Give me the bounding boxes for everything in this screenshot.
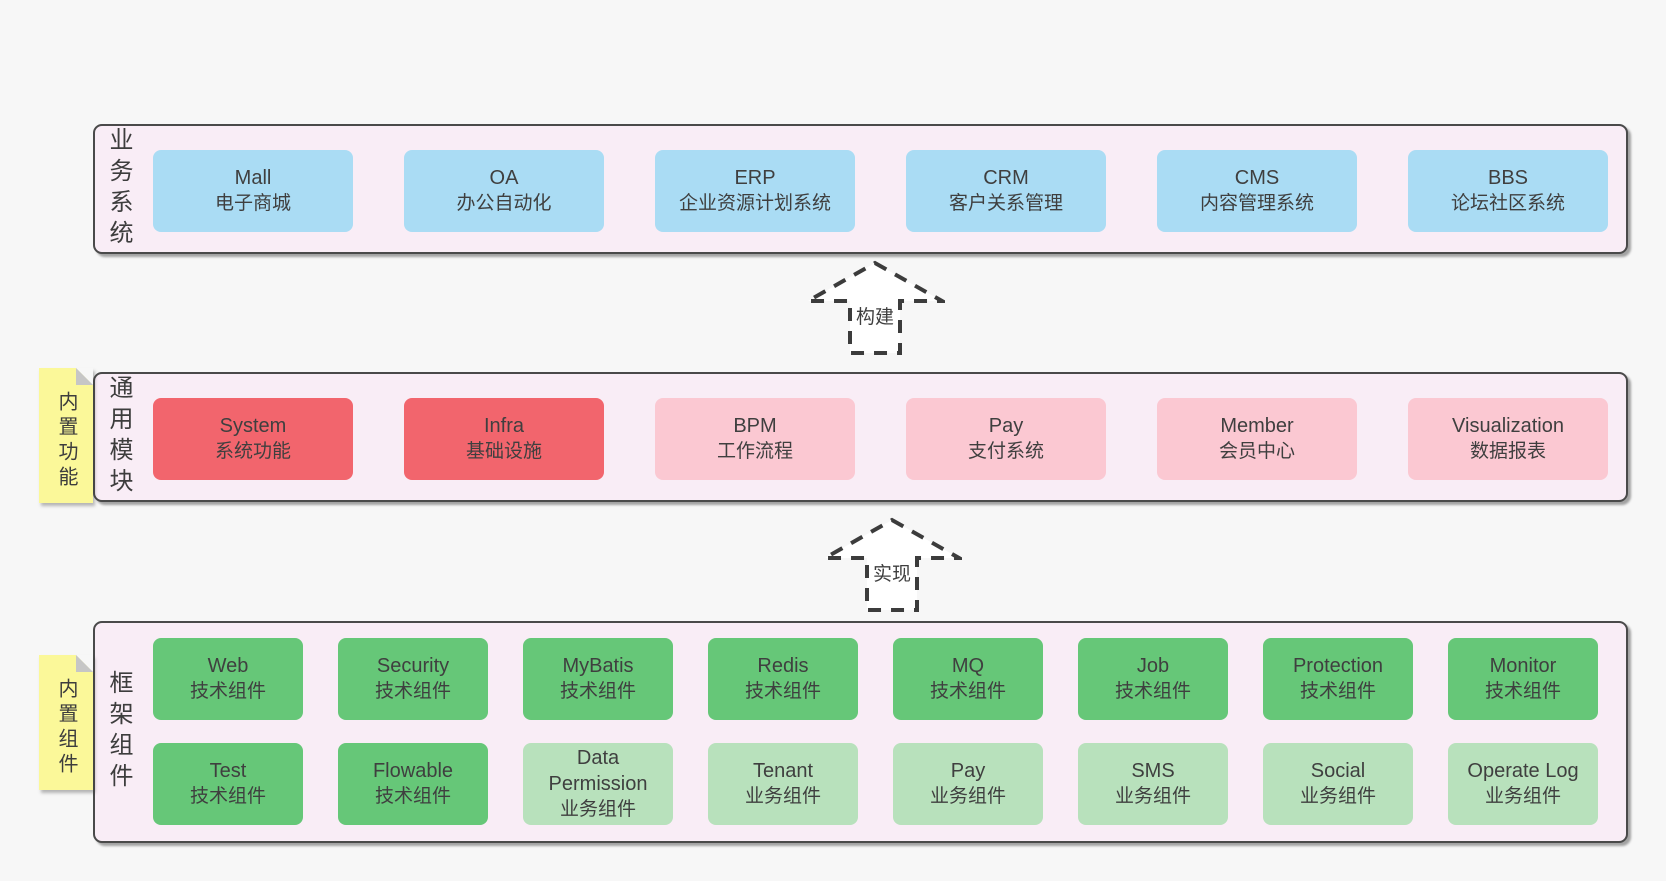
box-mybatis: MyBatis 技术组件 (523, 638, 673, 720)
framework-components-label: 框架组件 (105, 670, 132, 794)
arrow-build: 构建 (805, 260, 945, 356)
framework-components-row-1: Web 技术组件 Security 技术组件 MyBatis 技术组件 Redi… (153, 638, 1598, 720)
box-tenant: Tenant 业务组件 (708, 743, 858, 825)
box-system: System 系统功能 (153, 398, 353, 480)
box-mall: Mall 电子商城 (153, 150, 353, 232)
box-oa: OA 办公自动化 (404, 150, 604, 232)
arrow-build-label: 构建 (805, 302, 945, 329)
box-operate-log: Operate Log 业务组件 (1448, 743, 1598, 825)
business-systems-label: 业务系统 (105, 127, 132, 251)
common-modules-label: 通用模块 (105, 375, 132, 499)
box-security: Security 技术组件 (338, 638, 488, 720)
note-built-in-features: 内置功能 (39, 368, 93, 503)
box-member: Member 会员中心 (1157, 398, 1357, 480)
box-monitor: Monitor 技术组件 (1448, 638, 1598, 720)
box-protection: Protection 技术组件 (1263, 638, 1413, 720)
box-visualization: Visualization 数据报表 (1408, 398, 1608, 480)
box-test: Test 技术组件 (153, 743, 303, 825)
box-social: Social 业务组件 (1263, 743, 1413, 825)
framework-components-row-2: Test 技术组件 Flowable 技术组件 Data Permission … (153, 743, 1598, 825)
note-built-in-components: 内置组件 (39, 655, 93, 790)
common-modules-panel: 通用模块 System 系统功能 Infra 基础设施 BPM 工作流程 Pay… (93, 372, 1628, 502)
box-bbs: BBS 论坛社区系统 (1408, 150, 1608, 232)
box-crm: CRM 客户关系管理 (906, 150, 1106, 232)
box-flowable: Flowable 技术组件 (338, 743, 488, 825)
arrow-implement-label: 实现 (822, 559, 962, 586)
box-mq: MQ 技术组件 (893, 638, 1043, 720)
box-redis: Redis 技术组件 (708, 638, 858, 720)
box-data-permission: Data Permission 业务组件 (523, 743, 673, 825)
box-web: Web 技术组件 (153, 638, 303, 720)
box-bpm: BPM 工作流程 (655, 398, 855, 480)
common-modules-box-row: System 系统功能 Infra 基础设施 BPM 工作流程 Pay 支付系统… (153, 398, 1608, 480)
business-systems-box-row: Mall 电子商城 OA 办公自动化 ERP 企业资源计划系统 CRM 客户关系… (153, 150, 1608, 232)
arrow-implement: 实现 (822, 517, 962, 613)
box-job: Job 技术组件 (1078, 638, 1228, 720)
framework-components-panel: 框架组件 Web 技术组件 Security 技术组件 MyBatis 技术组件… (93, 621, 1628, 843)
box-sms: SMS 业务组件 (1078, 743, 1228, 825)
box-erp: ERP 企业资源计划系统 (655, 150, 855, 232)
business-systems-panel: 业务系统 Mall 电子商城 OA 办公自动化 ERP 企业资源计划系统 CRM… (93, 124, 1628, 254)
box-cms: CMS 内容管理系统 (1157, 150, 1357, 232)
box-pay: Pay 支付系统 (906, 398, 1106, 480)
box-infra: Infra 基础设施 (404, 398, 604, 480)
box-pay-component: Pay 业务组件 (893, 743, 1043, 825)
